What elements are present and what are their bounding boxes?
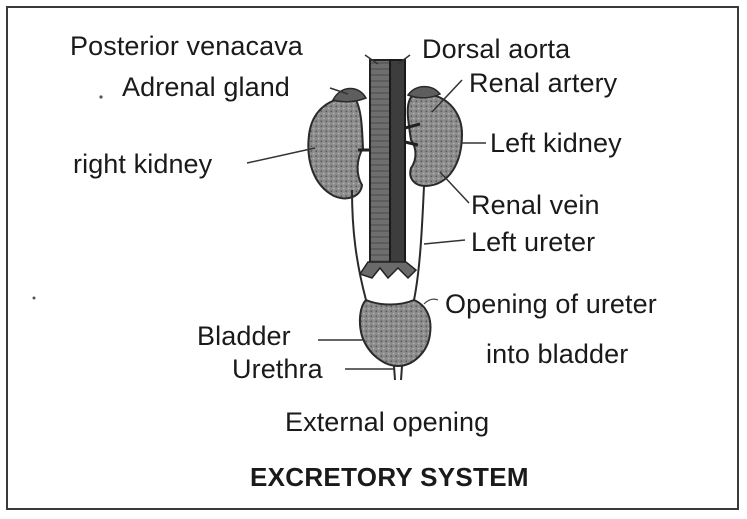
urethra bbox=[394, 366, 402, 380]
speck-mark-2 bbox=[33, 297, 36, 300]
urethra-label: Urethra bbox=[232, 356, 323, 383]
speck-mark bbox=[99, 95, 102, 98]
vessel-bifurcation bbox=[360, 262, 416, 278]
into-bladder-label: into bladder bbox=[486, 341, 628, 368]
dorsal-aorta bbox=[390, 60, 405, 268]
left-kidney-label: Left kidney bbox=[490, 130, 622, 157]
renal-vein-label: Renal vein bbox=[471, 192, 600, 219]
right-kidney-label: right kidney bbox=[73, 151, 212, 178]
adrenal-gland-left bbox=[408, 87, 440, 98]
diagram-title: EXCRETORY SYSTEM bbox=[250, 464, 529, 490]
left-ureter-label: Left ureter bbox=[471, 229, 595, 256]
right-kidney bbox=[308, 98, 363, 199]
bladder-label: Bladder bbox=[197, 323, 291, 350]
adrenal-gland-label: Adrenal gland bbox=[122, 74, 290, 101]
bladder bbox=[360, 300, 431, 366]
left-ureter-tube bbox=[414, 186, 424, 300]
renal-artery-label: Renal artery bbox=[469, 70, 617, 97]
opening-of-ureter-label: Opening of ureter bbox=[445, 291, 657, 318]
dorsal-aorta-label: Dorsal aorta bbox=[422, 36, 570, 63]
posterior-venacava-label: Posterior venacava bbox=[70, 33, 303, 60]
external-opening-label: External opening bbox=[285, 409, 489, 436]
posterior-venacava bbox=[370, 60, 390, 268]
ureter-opening-bracket bbox=[424, 299, 438, 304]
right-ureter bbox=[352, 190, 366, 300]
